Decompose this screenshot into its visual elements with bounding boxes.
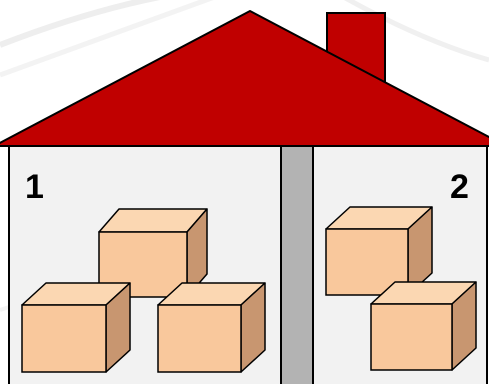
room-2-label: 2 bbox=[450, 170, 469, 204]
box bbox=[22, 283, 130, 372]
box bbox=[371, 282, 476, 370]
box bbox=[158, 283, 265, 372]
room-divider-wall bbox=[281, 146, 313, 384]
room-1-label: 1 bbox=[25, 170, 44, 204]
